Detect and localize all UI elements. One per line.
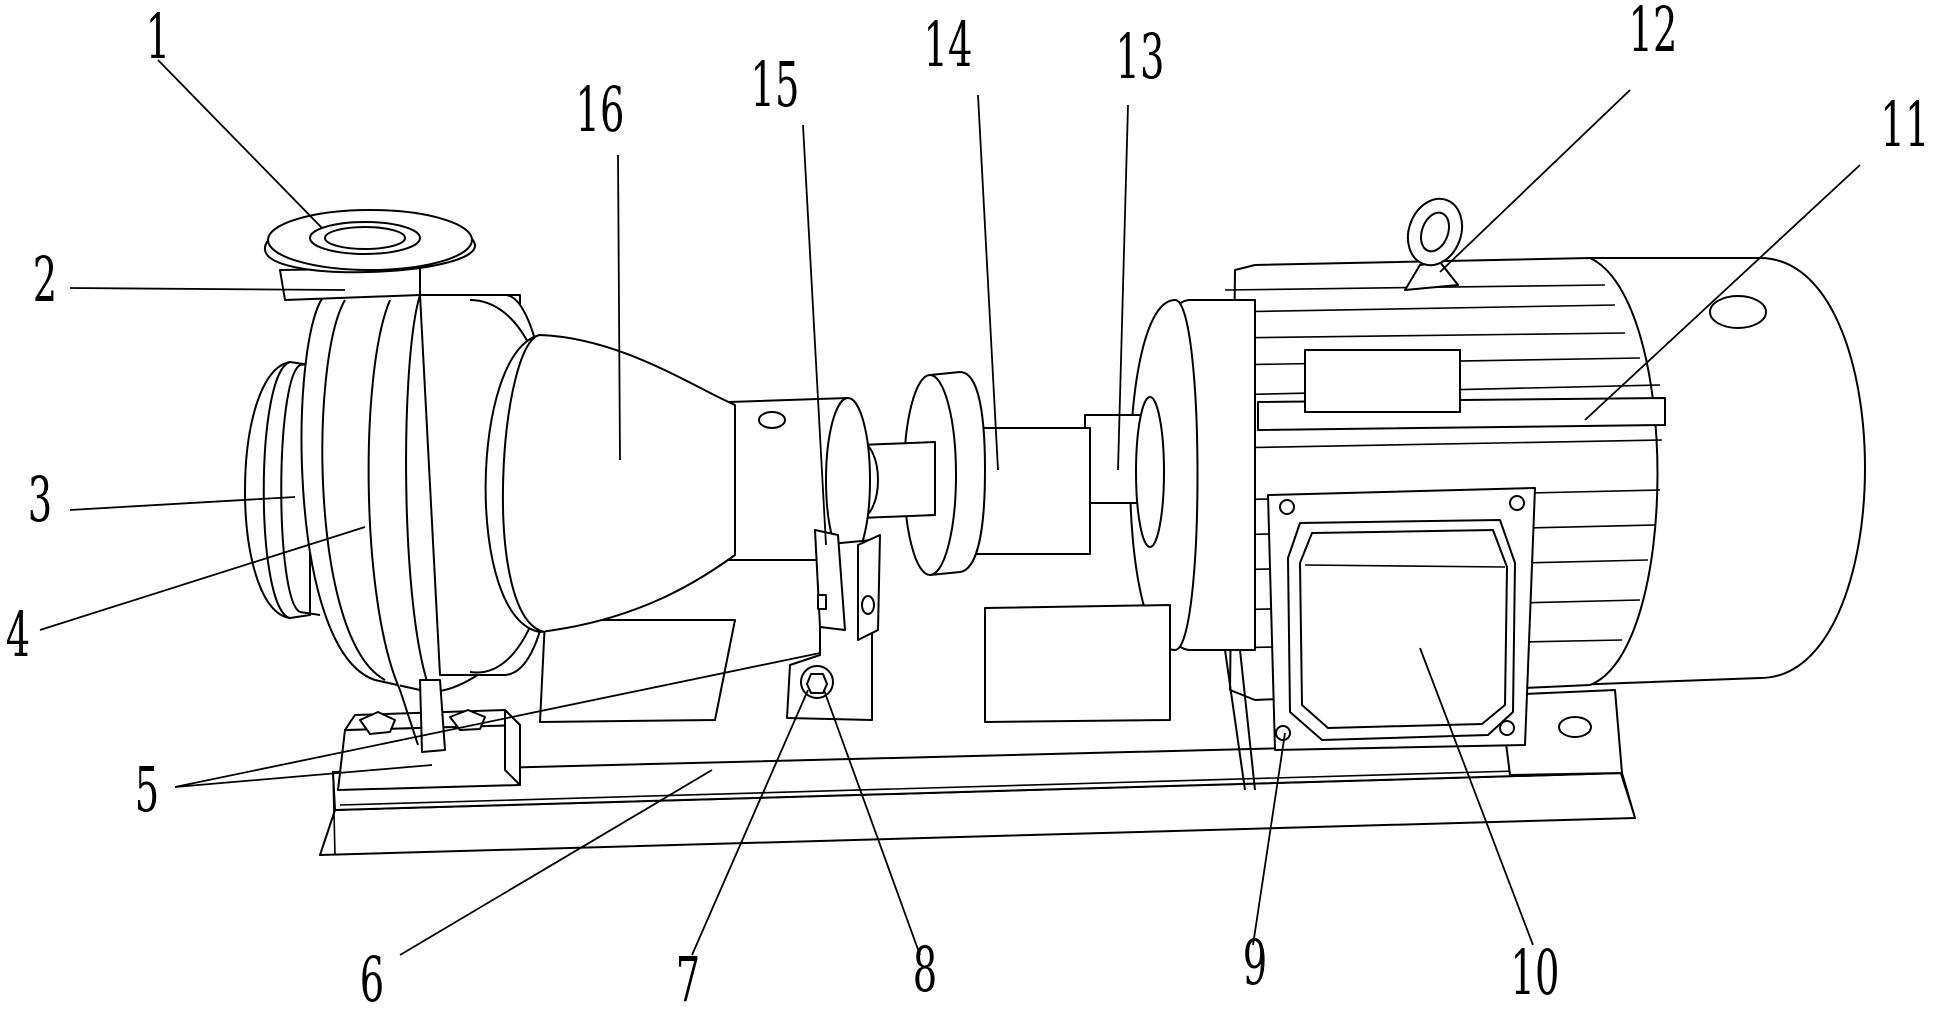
label-13: 13 [1116, 22, 1165, 94]
label-4: 4 [6, 600, 30, 672]
terminal-box [1267, 487, 1536, 751]
label-8: 8 [913, 935, 937, 1007]
label-16: 16 [576, 75, 625, 147]
leader-lines [39, 59, 1861, 956]
support-bracket [786, 529, 881, 721]
label-9: 9 [1243, 928, 1267, 1000]
pump-feet [337, 619, 736, 791]
label-3: 3 [28, 465, 52, 537]
label-14: 14 [924, 10, 973, 82]
support-block [984, 604, 1171, 723]
label-5: 5 [135, 755, 159, 827]
part-labels: 1 2 3 4 5 6 7 8 9 10 11 12 13 14 15 16 [6, 0, 1930, 1015]
terminal-screw [1509, 495, 1525, 511]
pump-casing [244, 294, 736, 753]
terminal-screw [1499, 720, 1515, 736]
motor-shaft [1084, 396, 1165, 548]
motor-foot [1499, 689, 1623, 776]
terminal-screw [1275, 725, 1291, 741]
discharge-nozzle [263, 209, 477, 301]
label-15: 15 [751, 50, 800, 122]
label-12: 12 [1629, 0, 1678, 67]
label-7: 7 [676, 945, 700, 1015]
label-2: 2 [33, 245, 57, 317]
label-1: 1 [146, 2, 170, 74]
label-11: 11 [1881, 90, 1930, 162]
terminal-screw [1279, 499, 1295, 515]
label-10: 10 [1511, 938, 1560, 1010]
label-6: 6 [360, 945, 384, 1015]
